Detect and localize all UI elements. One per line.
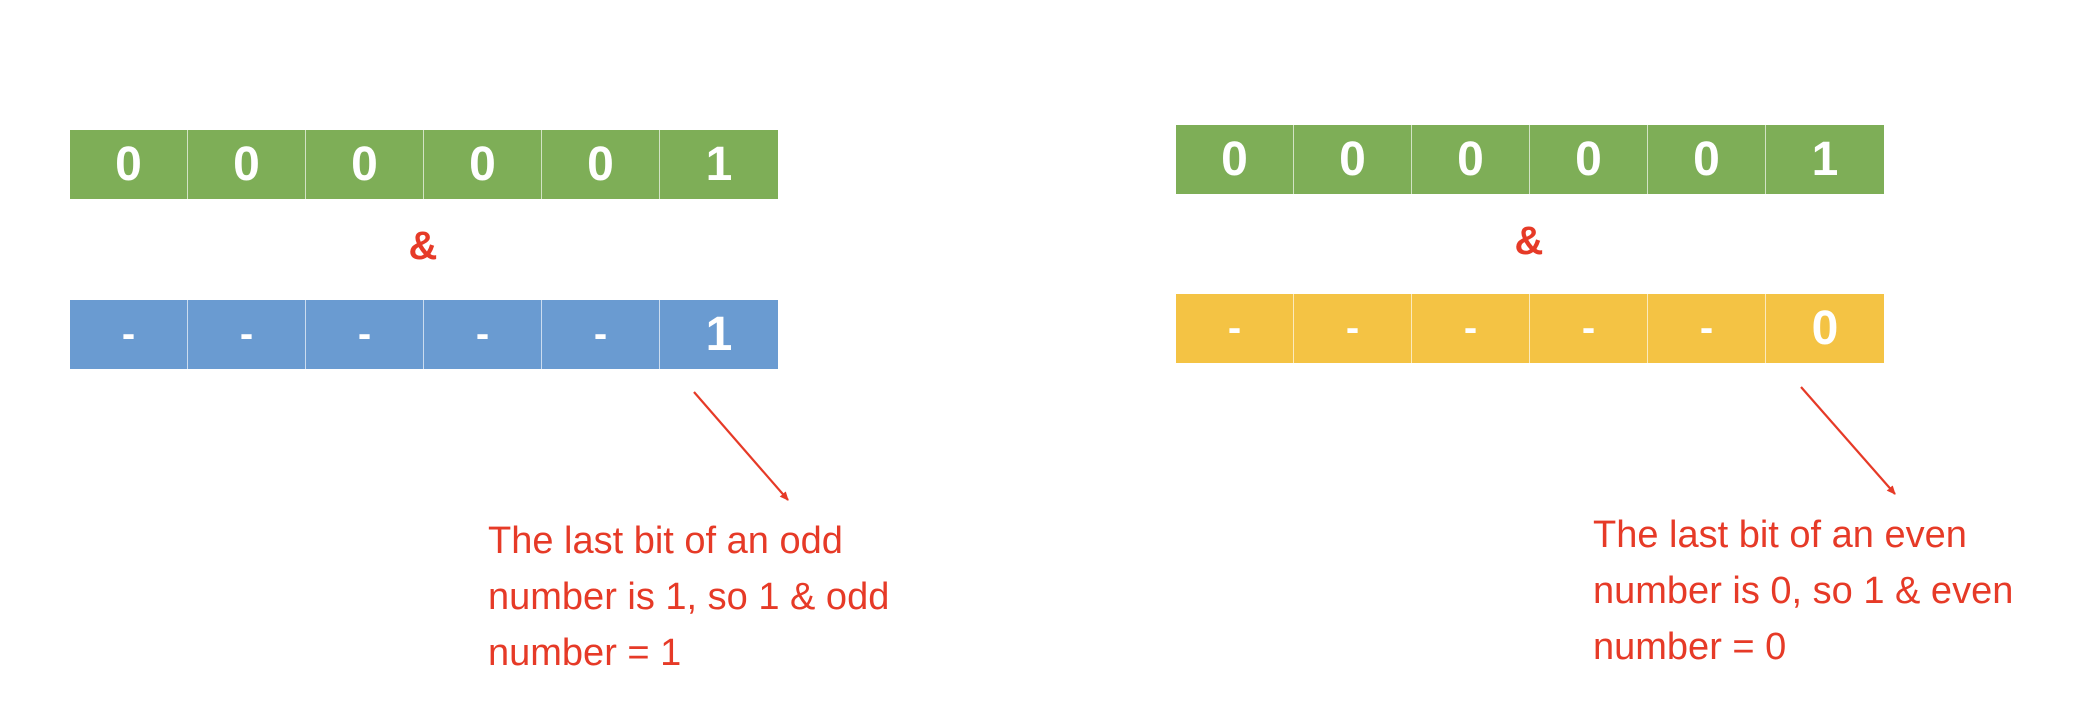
bit-cell: 0 [1176,125,1294,194]
bit-cell: - [1412,294,1530,363]
note-line: number = 0 [1593,626,1787,668]
bit-cell: - [1648,294,1766,363]
bit-cell: - [1530,294,1648,363]
bit-cell: 0 [1766,294,1884,363]
right-note: The last bit of an even number is 0, so … [1593,507,2013,675]
bit-cell: 0 [306,130,424,199]
bit-cell: 0 [188,130,306,199]
right-even-number-bits: - - - - - 0 [1176,294,1884,363]
note-line: number is 1, so 1 & odd [488,576,890,618]
bit-cell: 0 [1530,125,1648,194]
left-mask-bits: 0 0 0 0 0 1 [70,130,778,199]
right-and-operator: & [1514,219,1544,263]
bit-cell: 0 [1412,125,1530,194]
bit-cell: 0 [424,130,542,199]
bit-cell: 1 [660,130,778,199]
note-line: number is 0, so 1 & even [1593,570,2014,612]
bit-cell: 1 [660,300,778,369]
bit-cell: - [306,300,424,369]
bit-cell: - [1294,294,1412,363]
bit-cell: - [1176,294,1294,363]
bit-cell: 0 [542,130,660,199]
bit-cell: 0 [1294,125,1412,194]
note-line: number = 1 [488,632,682,674]
right-mask-bits: 0 0 0 0 0 1 [1176,125,1884,194]
bit-cell: 0 [70,130,188,199]
bit-cell: - [424,300,542,369]
bit-cell: - [188,300,306,369]
left-and-operator: & [408,224,438,268]
bit-cell: 0 [1648,125,1766,194]
bit-cell: - [542,300,660,369]
note-line: The last bit of an odd [488,520,843,562]
bit-cell: - [70,300,188,369]
left-arrow [693,391,789,501]
right-arrow [1800,386,1896,495]
left-note: The last bit of an odd number is 1, so 1… [488,513,889,681]
note-line: The last bit of an even [1593,514,1967,556]
bit-cell: 1 [1766,125,1884,194]
left-odd-number-bits: - - - - - 1 [70,300,778,369]
